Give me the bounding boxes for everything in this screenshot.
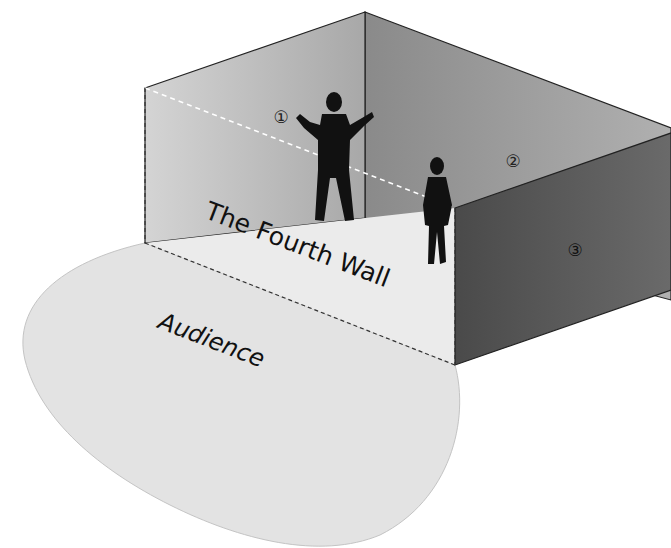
- fourth-wall-edge: [454, 208, 455, 365]
- right-wall: [455, 133, 671, 365]
- actor-silhouette: [423, 157, 452, 264]
- fourth-wall-edge: [145, 243, 455, 365]
- actor-silhouette: [296, 92, 374, 221]
- fourth-wall-edge: [145, 88, 455, 208]
- wall-number: ②: [505, 153, 520, 170]
- wall-number: ③: [567, 242, 582, 259]
- fourth-wall-edge: [144, 88, 145, 243]
- wall-number: ①: [273, 109, 288, 126]
